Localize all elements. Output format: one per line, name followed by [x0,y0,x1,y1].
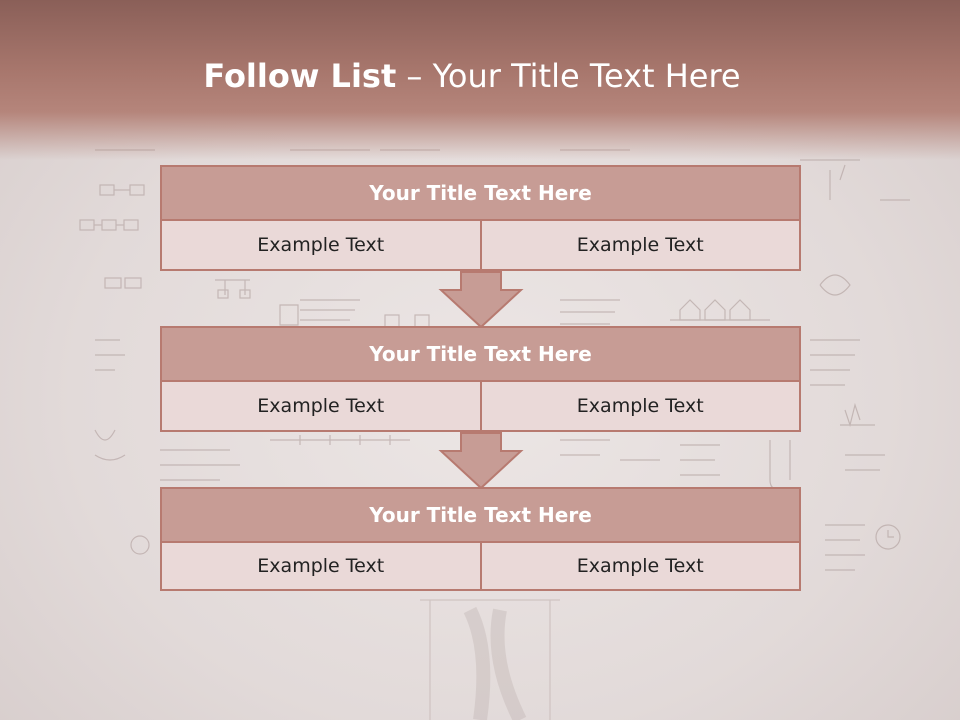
follow-block-1: Your Title Text Here Example Text Exampl… [160,165,801,271]
down-arrow-icon [438,432,524,490]
block-title: Your Title Text Here [160,487,801,543]
block-cell-left: Example Text [160,382,482,432]
block-cell-right: Example Text [481,221,801,271]
block-cell-right: Example Text [481,382,801,432]
page-title-rest: – Your Title Text Here [396,57,741,95]
block-row: Example Text Example Text [160,221,801,271]
block-row: Example Text Example Text [160,543,801,591]
block-title: Your Title Text Here [160,165,801,221]
down-arrow-icon [438,271,524,329]
block-cell-left: Example Text [160,543,482,591]
block-cell-right: Example Text [481,543,801,591]
follow-block-2: Your Title Text Here Example Text Exampl… [160,326,801,432]
block-cell-left: Example Text [160,221,482,271]
page-title-bold: Follow List [203,57,397,95]
block-row: Example Text Example Text [160,382,801,432]
block-title: Your Title Text Here [160,326,801,382]
title-banner [0,0,960,160]
page-title: Follow List – Your Title Text Here [0,54,944,98]
follow-block-3: Your Title Text Here Example Text Exampl… [160,487,801,591]
